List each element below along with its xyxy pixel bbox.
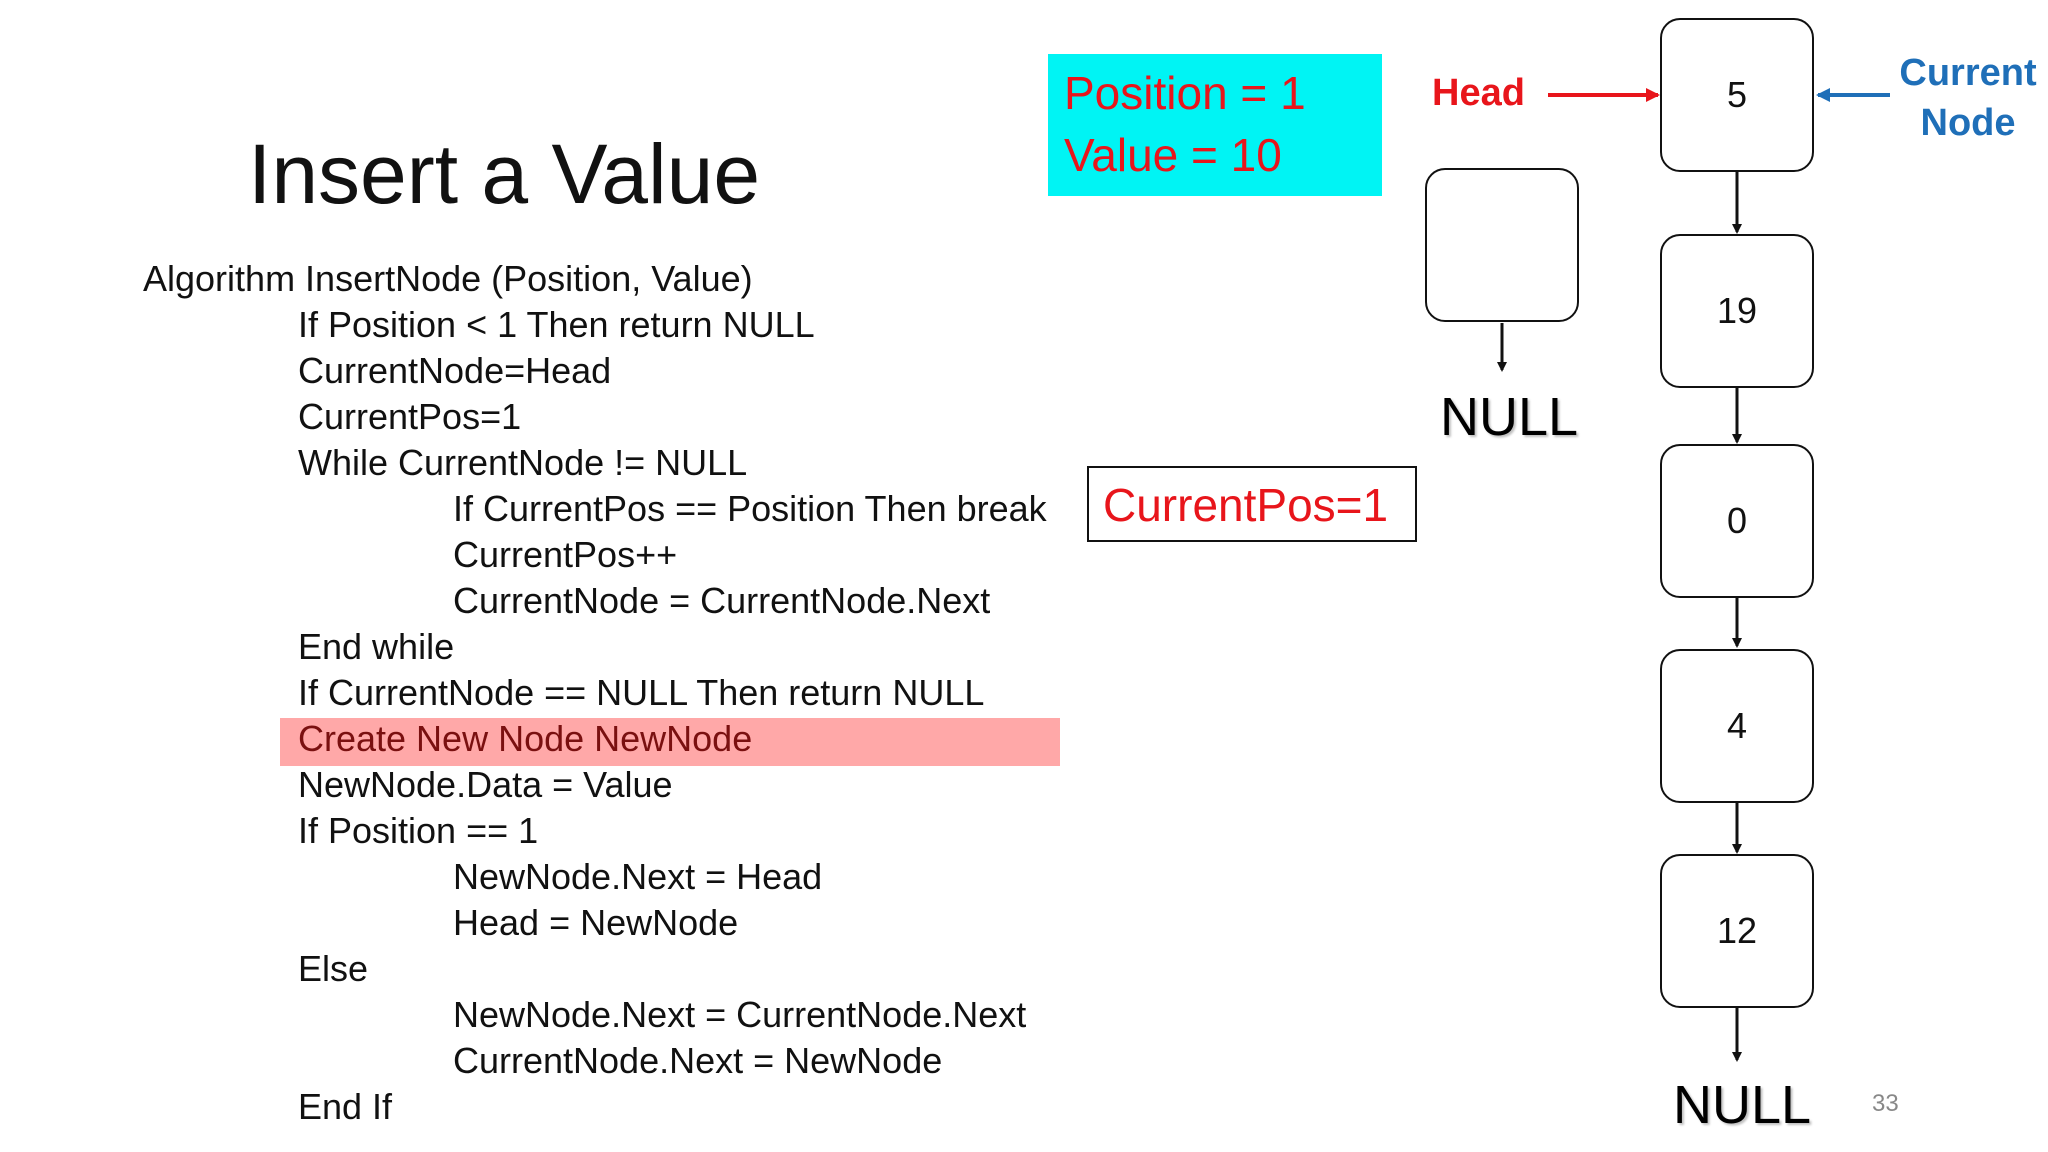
algo-line: If Position == 1 [298,810,539,851]
slide-title: Insert a Value [248,127,761,221]
algo-line: CurrentNode = CurrentNode.Next [453,580,991,621]
current-pos-text: CurrentPos=1 [1103,479,1389,531]
algo-line: NewNode.Data = Value [298,764,673,805]
algo-line: CurrentNode=Head [298,350,612,391]
new-node [1425,168,1579,322]
algo-line: End while [298,626,455,667]
list-node: 5 [1660,18,1814,172]
value-param: Value = 10 [1064,129,1282,181]
algo-line: Head = NewNode [453,902,739,943]
algo-line: End If [298,1086,393,1127]
current-pos-box: CurrentPos=1 [1087,466,1417,542]
list-node: 0 [1660,444,1814,598]
algo-line: If CurrentNode == NULL Then return NULL [298,672,985,713]
algo-line: NewNode.Next = Head [453,856,823,897]
params-box: Position = 1 Value = 10 [1048,54,1382,196]
algo-line: Else [298,948,369,989]
list-tail-null-label: NULL [1673,1075,1812,1135]
algo-line-highlighted: Create New Node NewNode [298,718,753,759]
head-label: Head [1432,72,1525,114]
list-node: 4 [1660,649,1814,803]
algo-line: Algorithm InsertNode (Position, Value) [143,258,753,299]
current-node-label-line1: Current [1899,52,2037,94]
list-node: 12 [1660,854,1814,1008]
current-node-label-line2: Node [1920,102,2016,144]
new-node-null-label: NULL [1440,387,1579,447]
algo-line: NewNode.Next = CurrentNode.Next [453,994,1027,1035]
list-node: 19 [1660,234,1814,388]
algo-line: If CurrentPos == Position Then break [453,488,1047,529]
algo-line: CurrentNode.Next = NewNode [453,1040,943,1081]
position-param: Position = 1 [1064,67,1306,119]
slide-number: 33 [1872,1090,1899,1117]
algo-line: If Position < 1 Then return NULL [298,304,815,345]
algo-line: CurrentPos++ [453,534,678,575]
current-node-label: Current Node [1898,48,2038,148]
algo-line: CurrentPos=1 [298,396,522,437]
current-step-highlight [280,718,1060,766]
algo-line: While CurrentNode != NULL [298,442,748,483]
